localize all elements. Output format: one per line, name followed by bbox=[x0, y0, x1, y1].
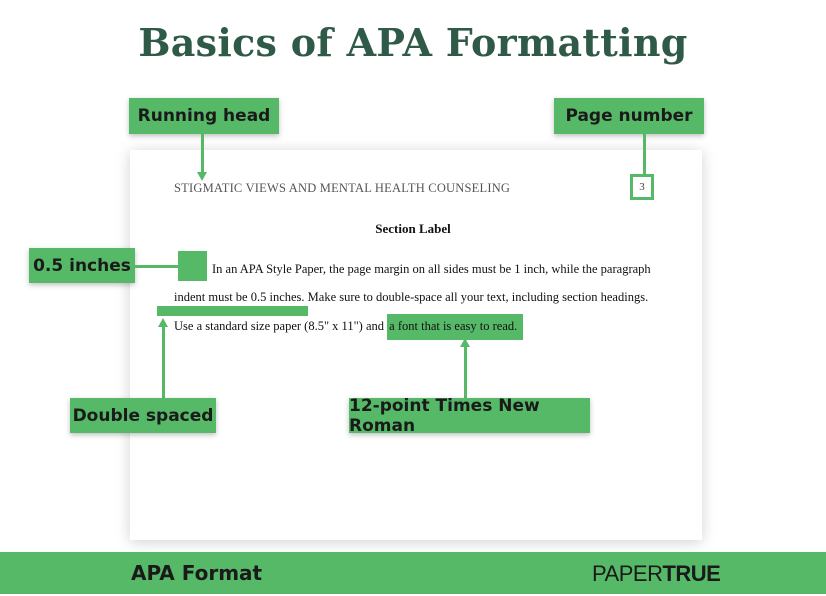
paper-line-2: indent must be 0.5 inches. Make sure to … bbox=[174, 290, 649, 304]
brand-part-2: TRUE bbox=[662, 561, 721, 586]
paper-page-number: 3 bbox=[630, 174, 654, 200]
brand-logo: PAPERTRUE bbox=[592, 552, 721, 594]
page-title: Basics of APA Formatting bbox=[138, 20, 688, 65]
page-number-connector bbox=[643, 134, 646, 174]
font-highlight: a font that is easy to read. bbox=[387, 314, 524, 340]
half-inch-connector bbox=[135, 265, 178, 268]
arrow-up-icon bbox=[460, 338, 470, 347]
double-spaced-connector bbox=[162, 326, 165, 398]
half-inch-label: 0.5 inches bbox=[29, 248, 135, 283]
paper-line-1: In an APA Style Paper, the page margin o… bbox=[212, 262, 651, 276]
double-space-marker bbox=[157, 306, 308, 316]
brand-part-1: PAPER bbox=[592, 561, 663, 586]
footer-title: APA Format bbox=[131, 561, 263, 585]
paper-section-label: Section Label bbox=[375, 221, 451, 236]
arrow-up-icon bbox=[158, 318, 168, 327]
indent-marker bbox=[178, 251, 207, 281]
paper-line-3-text: Use a standard size paper (8.5" x 11") a… bbox=[174, 319, 388, 333]
paper-line-3: Use a standard size paper (8.5" x 11") a… bbox=[174, 314, 524, 340]
arrow-down-icon bbox=[197, 172, 207, 181]
paper-running-head: STIGMATIC VIEWS AND MENTAL HEALTH COUNSE… bbox=[174, 181, 511, 195]
footer-bar: APA Format PAPERTRUE bbox=[0, 552, 826, 594]
font-connector bbox=[464, 346, 467, 398]
running-head-label: Running head bbox=[129, 98, 279, 134]
page-number-label: Page number bbox=[554, 98, 704, 134]
running-head-connector bbox=[201, 134, 204, 174]
font-label: 12-point Times New Roman bbox=[349, 396, 590, 436]
double-spaced-label: Double spaced bbox=[70, 398, 216, 433]
paper-sheet bbox=[130, 150, 702, 540]
